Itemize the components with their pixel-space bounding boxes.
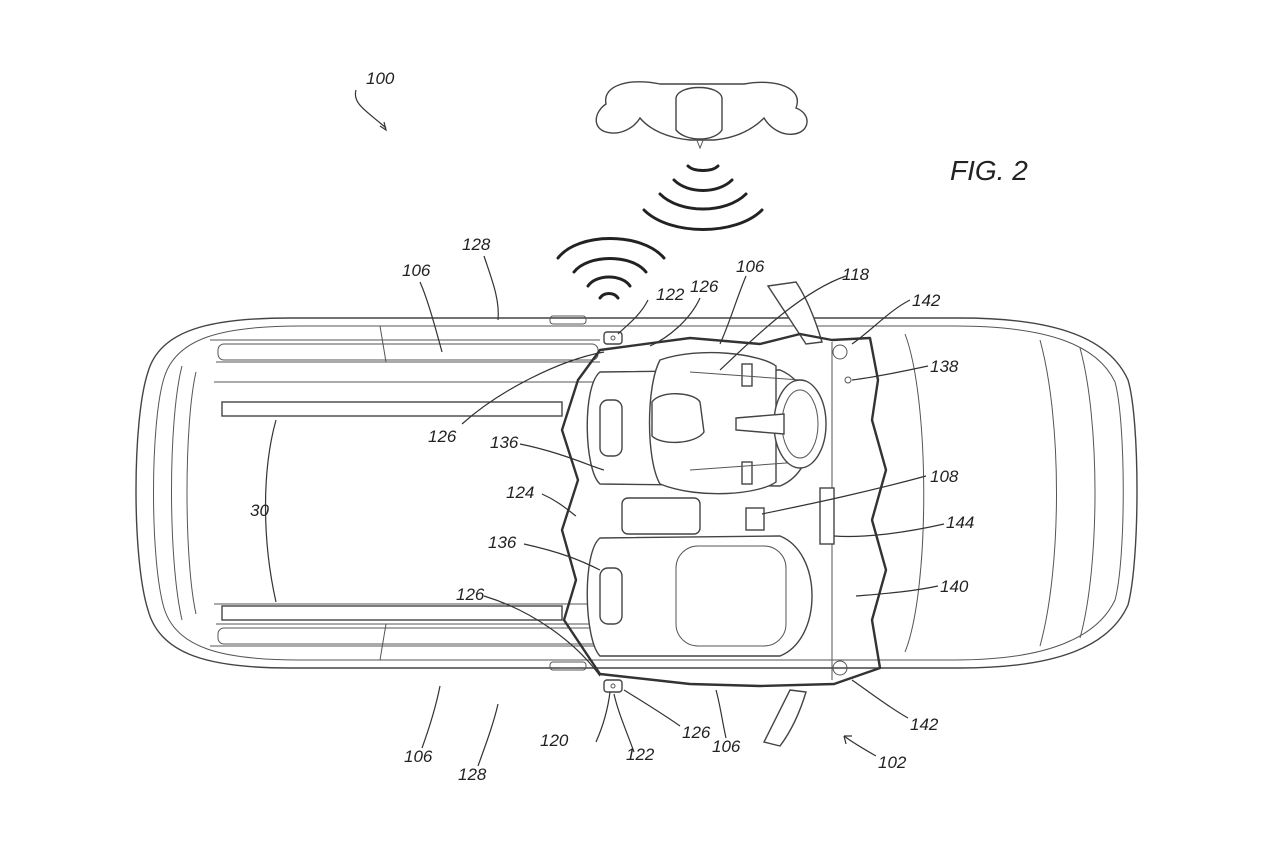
ref-102: 102 — [878, 753, 907, 772]
ref-122-top: 122 — [656, 285, 685, 304]
ref-126-bottom: 126 — [682, 723, 711, 742]
vehicle-body — [135, 315, 1138, 671]
cabin-zone — [560, 332, 888, 688]
figure-title: FIG. 2 — [950, 155, 1028, 186]
ref-126-left-bottom: 126 — [456, 585, 485, 604]
ref-106-top-right: 106 — [736, 257, 765, 276]
ref-138: 138 — [930, 357, 959, 376]
ref-128-top: 128 — [462, 235, 491, 254]
user-person-icon — [595, 81, 808, 150]
ref-118: 118 — [842, 265, 870, 284]
ref-124: 124 — [506, 483, 534, 502]
ref-122-bottom: 122 — [626, 745, 655, 764]
ref-136-bottom: 136 — [488, 533, 517, 552]
signal-waves-vehicle — [556, 237, 666, 300]
ref-100: 100 — [366, 69, 395, 88]
ref-142-top: 142 — [912, 291, 941, 310]
ref-30: 30 — [250, 501, 269, 520]
ref-106-bottom-right: 106 — [712, 737, 741, 756]
ref-106-top-left: 106 — [402, 261, 431, 280]
driver-occupant — [648, 351, 801, 495]
ref-142-bottom: 142 — [910, 715, 939, 734]
ref-126-left-top: 126 — [428, 427, 457, 446]
signal-waves-person — [642, 164, 764, 231]
ref-126-top: 126 — [690, 277, 719, 296]
ref-136-top: 136 — [490, 433, 519, 452]
reference-labels: FIG. 2 100 128 106 122 126 106 118 142 1… — [250, 69, 1028, 784]
ref-108: 108 — [930, 467, 959, 486]
leader-lines — [354, 89, 945, 767]
ref-120: 120 — [540, 731, 569, 750]
ref-128-bottom: 128 — [458, 765, 487, 784]
ref-140: 140 — [940, 577, 969, 596]
ref-144: 144 — [946, 513, 974, 532]
steering-wheel — [735, 379, 827, 469]
ref-106-bottom-left: 106 — [404, 747, 433, 766]
side-mirrors — [762, 281, 823, 747]
side-sensors — [603, 331, 623, 693]
